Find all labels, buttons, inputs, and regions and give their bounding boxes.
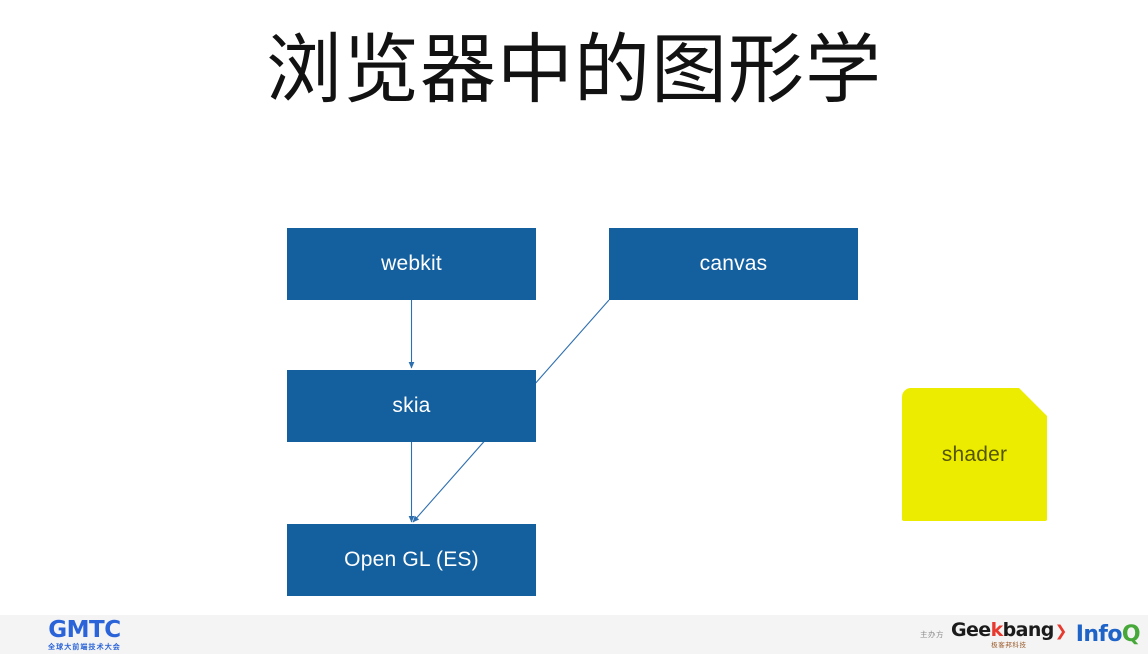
connector-layer [408, 299, 610, 523]
node-opengl-label: Open GL (ES) [344, 548, 479, 571]
geekbang-part-3: bang [1002, 618, 1055, 641]
geekbang-part-2: k [990, 618, 1004, 641]
node-opengl[interactable]: Open GL (ES) [287, 524, 536, 596]
node-canvas[interactable]: canvas [609, 228, 858, 300]
node-webkit[interactable]: webkit [287, 228, 536, 300]
node-skia-label: skia [392, 394, 431, 417]
gmtc-logo: GMTC 全球大前端技术大会 [48, 619, 121, 652]
geekbang-arrow-icon: ❯ [1054, 621, 1068, 640]
gmtc-wordmark: GMTC [48, 617, 121, 643]
geekbang-part-1: Gee [951, 618, 991, 641]
node-webkit-label: webkit [381, 252, 442, 275]
page-title: 浏览器中的图形学 [266, 25, 882, 114]
geekbang-tagline: 极客邦科技 [991, 640, 1027, 649]
infoq-part-2: Q [1121, 622, 1141, 647]
host-label: 主办方 [920, 630, 944, 639]
node-canvas-label: canvas [699, 252, 768, 275]
infoq-part-1: Info [1075, 622, 1123, 647]
note-shader[interactable]: shader [902, 388, 1047, 521]
architecture-diagram: webkit canvas skia Open GL (ES) shader [287, 228, 1148, 596]
node-skia[interactable]: skia [287, 370, 536, 442]
gmtc-tagline: 全球大前端技术大会 [48, 643, 121, 651]
note-shader-label: shader [941, 442, 1008, 466]
